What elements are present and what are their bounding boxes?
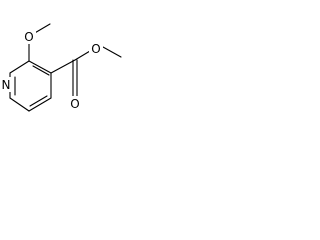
pyridine-ring <box>9 60 52 112</box>
bond-c2-c3-double <box>32 65 50 76</box>
carbonyl-oxygen-label: O <box>70 97 79 111</box>
bond-carbonyl-ester-o <box>74 50 91 61</box>
bond-c4-c5 <box>28 97 52 112</box>
methoxy-oxygen-label: O <box>24 30 33 44</box>
bond-ester-o-ch3 <box>102 46 122 58</box>
chemical-structure-diagram: O O O N <box>0 23 122 112</box>
bond-n-c2 <box>9 60 30 74</box>
methyl-ester-group <box>50 46 122 97</box>
bond-c3-carbonyl <box>50 59 76 74</box>
ester-oxygen-label: O <box>91 42 100 56</box>
bond-c5-c6 <box>9 97 30 112</box>
atom-labels: O O O N <box>0 30 103 111</box>
bond-c2-c3 <box>28 60 52 74</box>
ring-nitrogen-label: N <box>2 78 11 92</box>
bond-c4-c5-double <box>29 95 48 107</box>
